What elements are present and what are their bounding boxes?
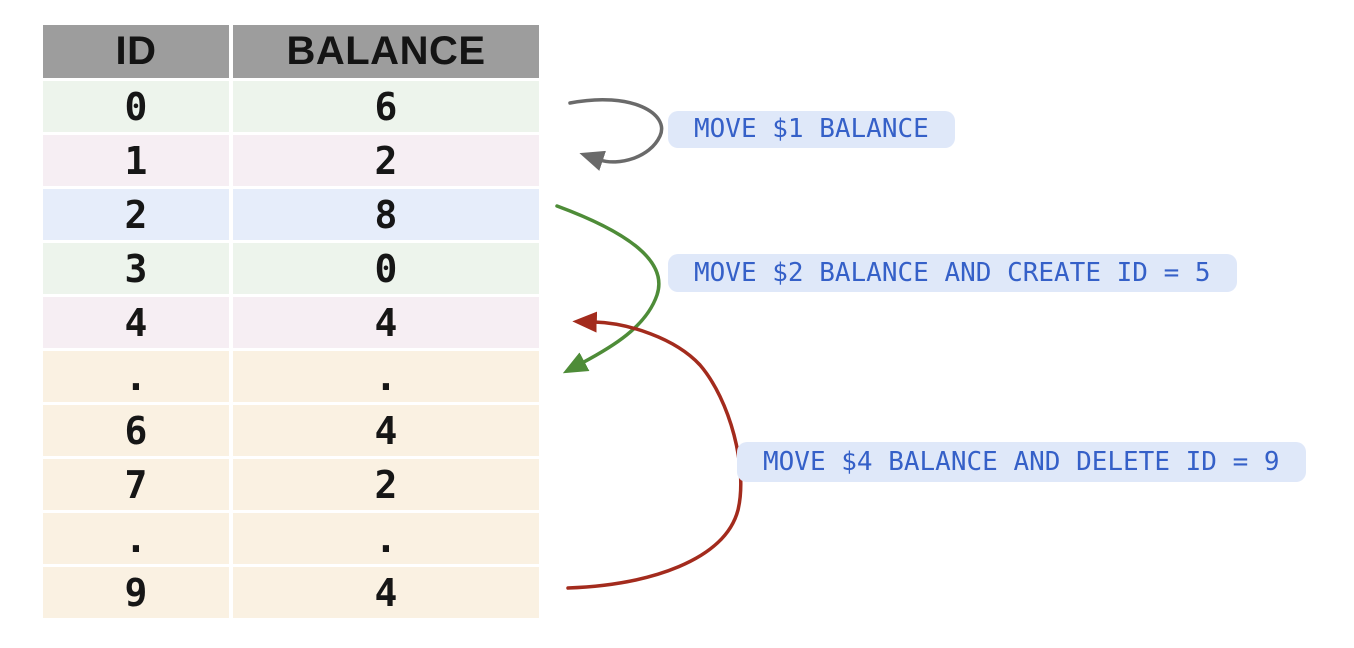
move-1-arrow: [568, 98, 664, 171]
table-cell-id: .: [43, 513, 229, 564]
table-cell-balance: .: [233, 351, 539, 402]
table-cell-id: 1: [43, 135, 229, 186]
move-4-arrow: [566, 311, 743, 590]
annotation-move-1-balance: MOVE $1 BALANCE: [668, 111, 955, 148]
table-cell-balance: 4: [233, 567, 539, 618]
table-cell-balance: 2: [233, 459, 539, 510]
column-header-id: ID: [43, 25, 229, 78]
table-cell-id: 9: [43, 567, 229, 618]
table-cell-balance: 8: [233, 189, 539, 240]
table-cell-balance: 0: [233, 243, 539, 294]
column-header-balance: BALANCE: [233, 25, 539, 78]
annotation-move-2-balance-create: MOVE $2 BALANCE AND CREATE ID = 5: [668, 254, 1237, 292]
table-cell-id: 2: [43, 189, 229, 240]
table-cell-id: 0: [43, 81, 229, 132]
table-cell-balance: 2: [233, 135, 539, 186]
table-cell-balance: 4: [233, 405, 539, 456]
table-cell-id: 4: [43, 297, 229, 348]
move-2-arrow: [555, 204, 661, 374]
table-cell-balance: .: [233, 513, 539, 564]
table-cell-id: .: [43, 351, 229, 402]
table-cell-id: 3: [43, 243, 229, 294]
table-cell-id: 6: [43, 405, 229, 456]
table-cell-balance: 4: [233, 297, 539, 348]
annotation-move-4-balance-delete: MOVE $4 BALANCE AND DELETE ID = 9: [737, 442, 1306, 482]
table-cell-balance: 6: [233, 81, 539, 132]
table-cell-id: 7: [43, 459, 229, 510]
